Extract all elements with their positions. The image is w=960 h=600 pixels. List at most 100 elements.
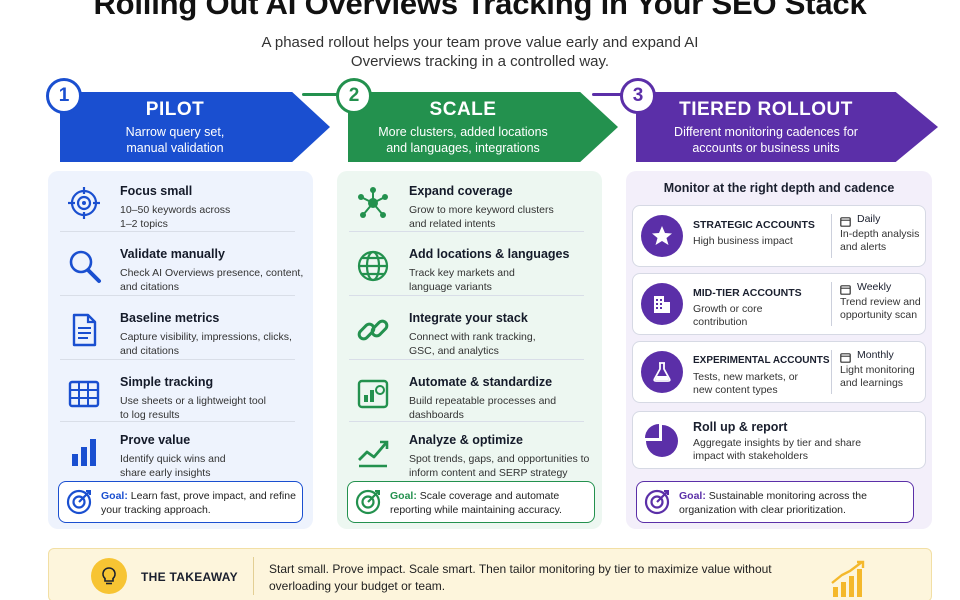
scale-item-add-locations: Add locations & languages Track key mark… (337, 238, 602, 300)
tier-name: STRATEGIC ACCOUNTS (693, 219, 815, 231)
goal-target-icon (354, 488, 382, 516)
tier-cadence-description: Light monitoring and learnings (840, 364, 915, 389)
divider (60, 359, 295, 360)
tier-name: EXPERIMENTAL ACCOUNTS (693, 355, 830, 366)
tiered-goal-box: Goal: Sustainable monitoring across the … (636, 481, 914, 523)
divider (349, 295, 584, 296)
rollup-title: Roll up & report (693, 420, 788, 434)
goal-description: Scale coverage and automate reporting wh… (390, 490, 562, 516)
item-title: Integrate your stack (409, 311, 528, 325)
tier-divider (831, 350, 832, 394)
takeaway-banner: THE TAKEAWAY Start small. Prove impact. … (48, 548, 932, 600)
link-icon (353, 310, 393, 350)
calendar-icon (840, 350, 851, 363)
takeaway-divider (253, 557, 254, 595)
goal-label: Goal: (101, 490, 128, 502)
goal-target-icon (643, 488, 671, 516)
divider (349, 421, 584, 422)
item-title: Simple tracking (120, 375, 214, 389)
page-subtitle: A phased rollout helps your team prove v… (261, 34, 699, 70)
document-icon (64, 310, 104, 350)
dashboard-icon (353, 374, 393, 414)
network-icon (353, 183, 393, 223)
tier-impact: Tests, new markets, or new content types (693, 371, 799, 396)
item-description: Grow to more keyword clusters and relate… (409, 204, 554, 230)
globe-icon (353, 246, 393, 286)
goal-text: Goal: Scale coverage and automate report… (390, 489, 590, 517)
divider (60, 421, 295, 422)
tier-impact: High business impact (693, 235, 793, 247)
divider (349, 359, 584, 360)
phase-description: Different monitoring cadences for accoun… (674, 124, 858, 155)
divider (349, 231, 584, 232)
scale-panel: Expand coverage Grow to more keyword clu… (337, 171, 602, 529)
star-icon (641, 215, 683, 257)
divider (60, 231, 295, 232)
item-description: Spot trends, gaps, and opportunities to … (409, 453, 590, 479)
tier-cadence-description: Trend review and opportunity scan (840, 296, 921, 321)
item-title: Validate manually (120, 247, 225, 261)
item-title: Prove value (120, 433, 191, 447)
phase-description: Narrow query set, manual validation (125, 124, 225, 155)
phase-scale-arrow (348, 92, 618, 162)
tier-divider (831, 214, 832, 258)
goal-description: Learn fast, prove impact, and refine you… (101, 490, 296, 516)
pilot-item-baseline-metrics: Baseline metrics Capture visibility, imp… (48, 302, 313, 364)
phase-name: SCALE (429, 98, 497, 120)
tiered-heading: Monitor at the right depth and cadence (663, 181, 895, 195)
item-description: Connect with rank tracking, GSC, and ana… (409, 331, 536, 357)
tiered-panel: Monitor at the right depth and cadence S… (626, 171, 932, 529)
pilot-item-prove-value: Prove value Identify quick wins and shar… (48, 424, 313, 486)
pilot-item-simple-tracking: Simple tracking Use sheets or a lightwei… (48, 366, 313, 428)
growth-chart-icon (829, 559, 869, 599)
item-description: Track key markets and language variants (409, 267, 515, 293)
scale-item-analyze: Analyze & optimize Spot trends, gaps, an… (337, 424, 602, 486)
item-description: Identify quick wins and share early insi… (120, 453, 226, 479)
tier-cadence: Weekly (857, 281, 892, 293)
tier-rollup: Roll up & report Aggregate insights by t… (632, 411, 926, 469)
phase-scale-text: SCALE More clusters, added locations and… (348, 92, 578, 162)
item-title: Baseline metrics (120, 311, 220, 325)
phase-tiered-text: TIERED ROLLOUT Different monitoring cade… (636, 92, 896, 162)
phase-number-badge: 2 (336, 78, 372, 114)
tier-experimental: EXPERIMENTAL ACCOUNTS Tests, new markets… (632, 341, 926, 403)
tier-cadence: Monthly (857, 349, 894, 361)
phase-number-badge: 1 (46, 78, 82, 114)
tier-name: MID-TIER ACCOUNTS (693, 287, 802, 299)
phase-pilot-header: PILOT Narrow query set, manual validatio… (60, 92, 330, 162)
tier-cadence: Daily (857, 213, 881, 225)
target-icon (64, 183, 104, 223)
pilot-panel: Focus small 10–50 keywords across 1–2 to… (48, 171, 313, 529)
phase-tiered-arrow (636, 92, 938, 162)
lightbulb-icon (91, 558, 127, 594)
phase-number-badge: 3 (620, 78, 656, 114)
scale-item-expand-coverage: Expand coverage Grow to more keyword clu… (337, 175, 602, 237)
magnifier-icon (64, 246, 104, 286)
goal-target-icon (65, 488, 93, 516)
page-title: Rolling Out AI Overviews Tracking in You… (93, 0, 867, 21)
phase-description: More clusters, added locations and langu… (378, 124, 548, 155)
item-description: Build repeatable processes and dashboard… (409, 395, 557, 421)
phase-tiered-header: TIERED ROLLOUT Different monitoring cade… (636, 92, 938, 162)
pie-chart-icon (641, 420, 683, 462)
building-icon (641, 283, 683, 325)
goal-label: Goal: (679, 490, 706, 502)
tier-cadence-description: In-depth analysis and alerts (840, 228, 920, 253)
rollup-description: Aggregate insights by tier and share imp… (693, 437, 862, 462)
tier-mid: MID-TIER ACCOUNTS Growth or core contrib… (632, 273, 926, 335)
item-title: Add locations & languages (409, 247, 570, 261)
item-title: Analyze & optimize (409, 433, 523, 447)
calendar-icon (840, 282, 851, 295)
phase-pilot-arrow (60, 92, 330, 162)
phase-connector-2-3 (592, 93, 622, 96)
tier-impact: Growth or core contribution (693, 303, 763, 328)
goal-label: Goal: (390, 490, 417, 502)
tier-divider (831, 282, 832, 326)
divider (60, 295, 295, 296)
phase-name: PILOT (145, 98, 205, 120)
scale-item-automate: Automate & standardize Build repeatable … (337, 366, 602, 428)
trend-line-icon (353, 432, 393, 472)
bar-chart-icon (64, 432, 104, 472)
spreadsheet-icon (64, 374, 104, 414)
scale-goal-box: Goal: Scale coverage and automate report… (347, 481, 595, 523)
